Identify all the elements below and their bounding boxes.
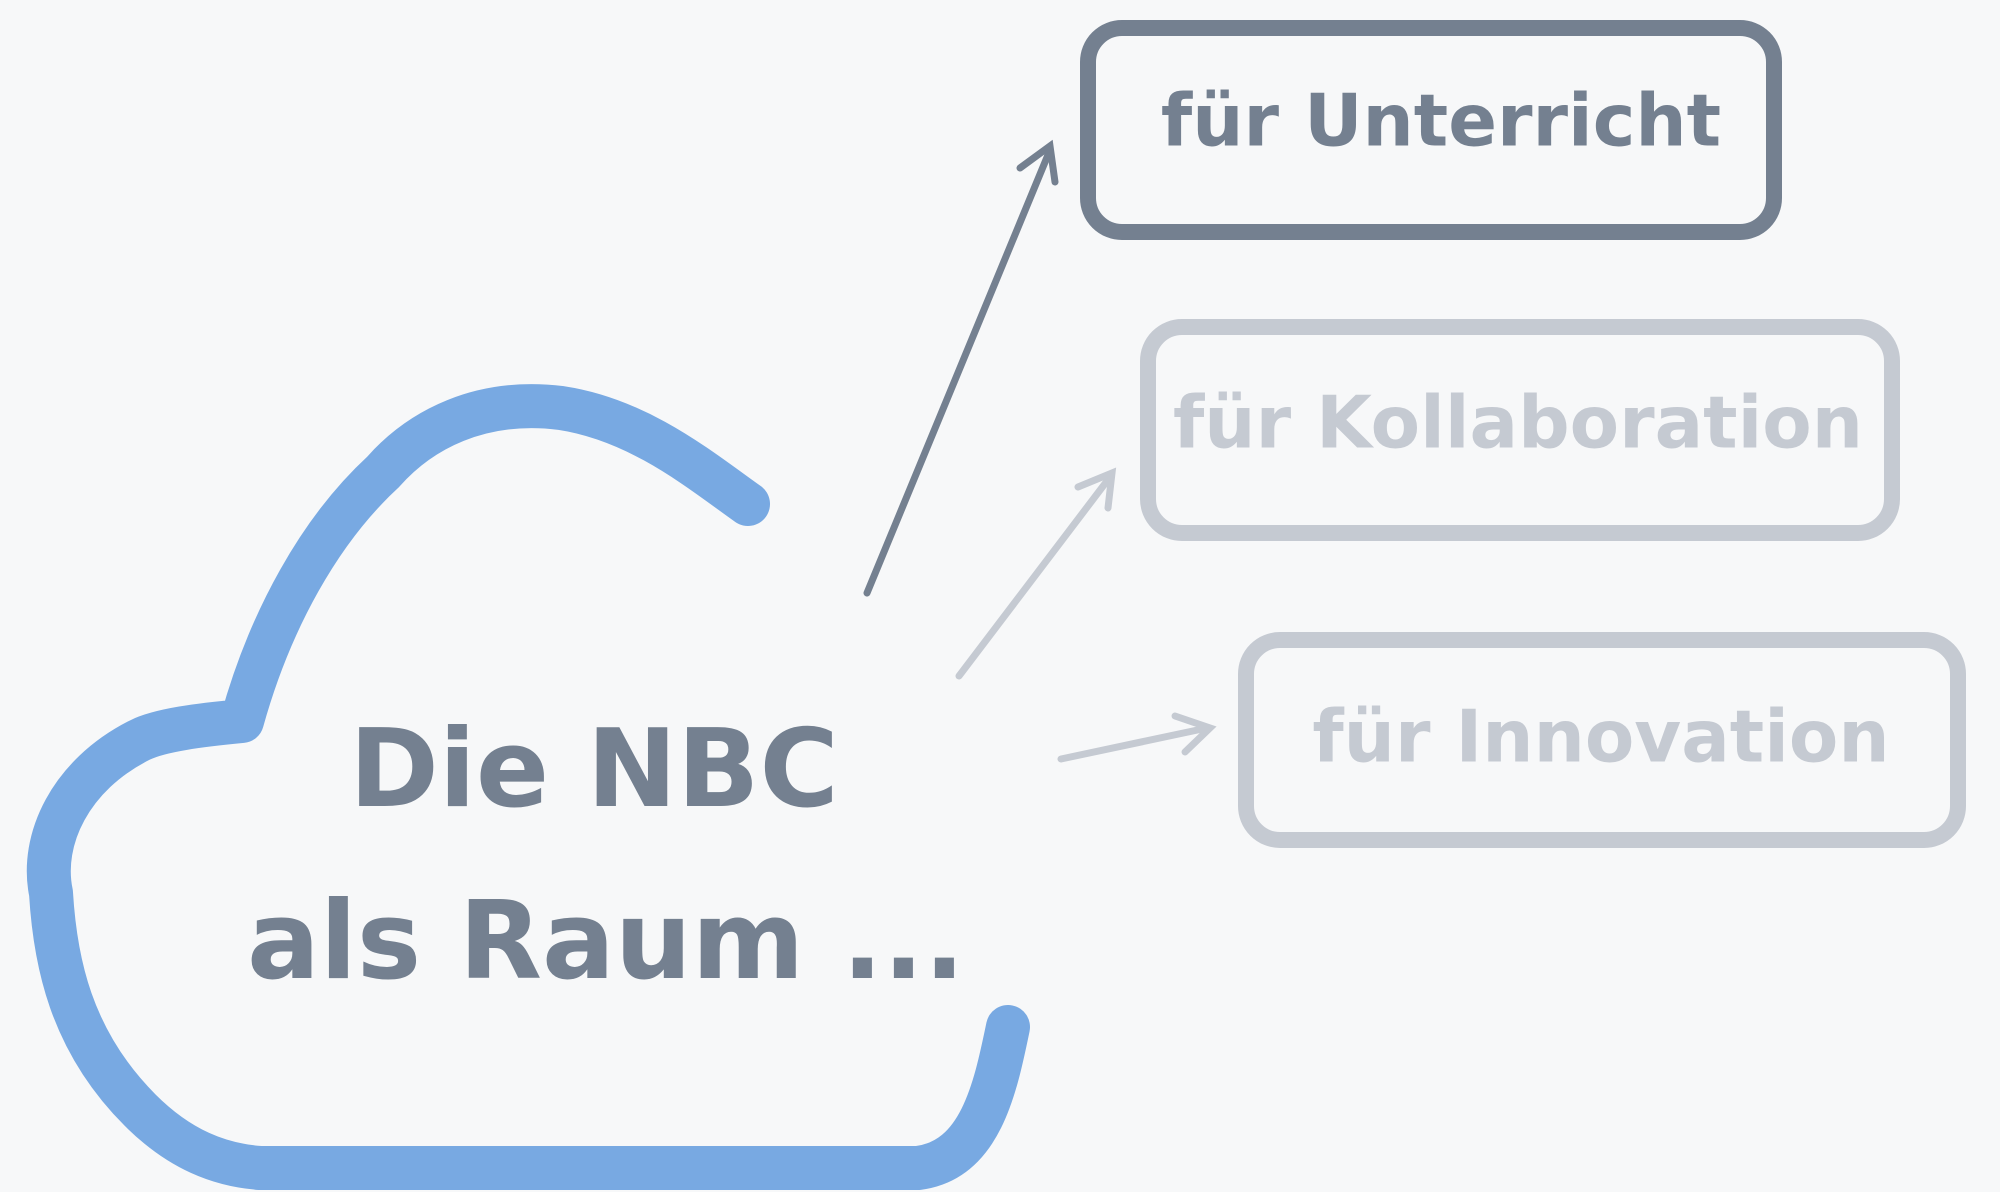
box-kollaboration[interactable]: für Kollaboration	[1140, 319, 1900, 541]
title-line-2: als Raum ...	[247, 879, 965, 1004]
box-label-unterricht: für Unterricht	[1161, 79, 1721, 163]
arrow-to-unterricht	[863, 139, 1059, 597]
title-line-1: Die NBC	[349, 707, 838, 832]
arrow-to-kollaboration	[955, 467, 1117, 680]
box-label-innovation: für Innovation	[1312, 695, 1889, 779]
box-unterricht[interactable]: für Unterricht	[1080, 20, 1782, 240]
box-innovation[interactable]: für Innovation	[1238, 632, 1966, 848]
cloud-shape	[26, 384, 1030, 1190]
arrow-to-innovation	[1057, 712, 1217, 763]
box-label-kollaboration: für Kollaboration	[1173, 381, 1863, 465]
